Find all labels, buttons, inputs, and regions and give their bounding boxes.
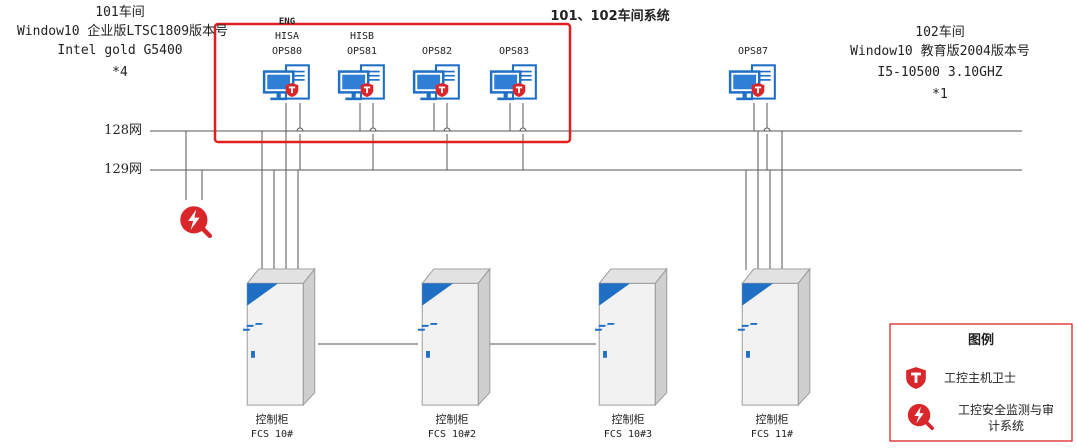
station-ops83-label: OPS83: [498, 46, 530, 57]
workshop-102-os: Window10 教育版2004版本号: [850, 44, 1030, 59]
workshop-102-title: 102车间: [915, 25, 965, 40]
station-ops82-label: OPS82: [421, 46, 453, 57]
highlight-box: [213, 22, 572, 144]
network-bus-lines: [150, 130, 1022, 171]
station-drops: [285, 103, 771, 170]
legend-item-audit-line1: 工控安全监测与审: [957, 403, 1054, 417]
workshop-101-cpu: Intel gold G5400: [57, 43, 183, 58]
station-ops80-role1: ENG: [278, 17, 296, 27]
net-129-label: 129网: [104, 162, 142, 177]
cabinet-2-code: FCS 10#2: [427, 429, 477, 440]
cabinet-4-name: 控制柜: [755, 413, 789, 426]
legend-item-audit-line2: 计系统: [987, 419, 1024, 433]
station-ops87-label: OPS87: [737, 46, 769, 57]
cabinet-3-name: 控制柜: [611, 413, 645, 426]
workshop-101-count: *4: [112, 65, 128, 80]
monitor-taps: [185, 131, 203, 200]
workshop-101-os: Window10 企业版LTSC1809版本号: [16, 24, 229, 39]
legend-title: 图例: [967, 333, 994, 348]
station-ops81-label: OPS81: [346, 46, 378, 57]
cabinets: [243, 268, 811, 406]
station-ops81-role2: HISB: [349, 31, 375, 42]
cabinet-2-name: 控制柜: [435, 413, 469, 426]
cabinet-uplinks: [261, 131, 783, 270]
legend-item-host-guard: 工控主机卫士: [944, 371, 1017, 385]
cabinet-1-name: 控制柜: [255, 413, 289, 426]
system-title: 101、102车间系统: [550, 9, 670, 24]
workshop-102-count: *1: [932, 87, 948, 102]
station-ops80-label: OPS80: [271, 46, 303, 57]
workshop-102-cpu: I5-10500 3.10GHZ: [877, 65, 1003, 80]
station-ops80-role2: HISA: [274, 31, 300, 42]
cabinet-3-code: FCS 10#3: [603, 429, 653, 440]
cabinet-1-code: FCS 10#: [250, 429, 294, 440]
audit-monitor-icon: [180, 206, 209, 235]
net-128-label: 128网: [104, 123, 142, 138]
cabinet-4-code: FCS 11#: [750, 429, 794, 440]
workshop-101-title: 101车间: [95, 5, 145, 20]
